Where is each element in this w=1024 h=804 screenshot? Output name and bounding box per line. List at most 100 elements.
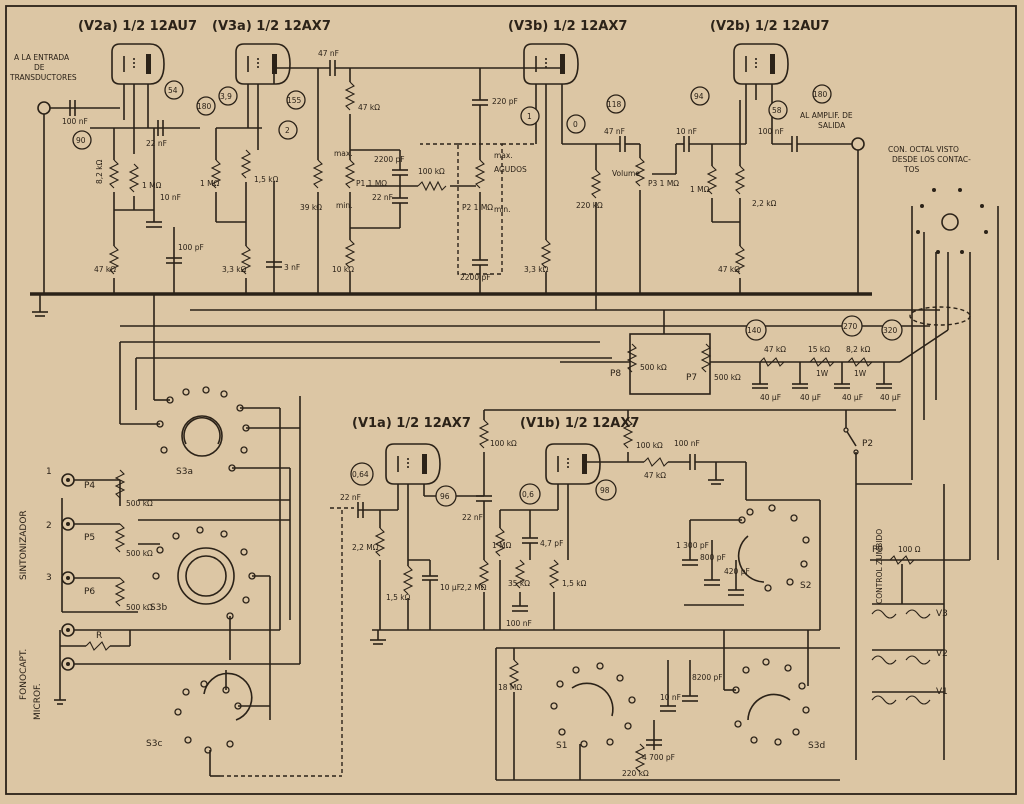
note-microf: MICROF. xyxy=(33,683,43,720)
switch-label-s2: S2 xyxy=(800,581,811,591)
c-40uf-label-1: 40 μF xyxy=(760,393,781,402)
c-47pf-label: 4,7 pF xyxy=(540,539,563,548)
voltage-180-a: 180 xyxy=(197,102,212,111)
p5-pot xyxy=(114,523,126,553)
p6-pot xyxy=(114,577,126,607)
filter-caps xyxy=(752,362,892,389)
p4-value: 500 kΩ xyxy=(126,499,153,508)
r-100k-mid xyxy=(417,180,447,192)
c-22nf-top-label: 22 nF xyxy=(146,139,167,148)
p8-pot xyxy=(626,343,638,373)
switch-label-s3d: S3d xyxy=(808,741,825,751)
input-label-2: 2 xyxy=(46,521,52,531)
r-100k-v1b-label: 100 kΩ xyxy=(636,441,663,450)
r-1m-b xyxy=(210,159,222,189)
tube-title-v1b: (V1b) 1/2 12AX7 xyxy=(520,416,639,431)
r-47k-d xyxy=(759,357,785,367)
c-100pf-label: 100 pF xyxy=(178,243,204,252)
p6-label: P6 xyxy=(84,587,95,597)
c-22nf-b-label: 22 nF xyxy=(372,193,393,202)
voltage-118: 118 xyxy=(607,100,622,109)
switch-s3c[interactable] xyxy=(174,672,253,754)
w1-label: 1W xyxy=(816,369,829,378)
p5-value: 500 kΩ xyxy=(126,549,153,558)
r-33k-b xyxy=(540,239,552,269)
c-10nf-label: 10 nF xyxy=(160,193,181,202)
switch-s1[interactable] xyxy=(550,662,636,748)
r-47k-d-label: 47 kΩ xyxy=(764,345,786,354)
r-10k xyxy=(344,239,356,269)
switch-label-s3b: S3b xyxy=(150,603,167,613)
c-40uf-label-4: 40 μF xyxy=(880,393,901,402)
voltage-06: 0,6 xyxy=(522,490,534,499)
r-1m-v1b xyxy=(494,527,506,557)
input-jack-fono xyxy=(61,623,75,637)
c-220pf-label: 220 pF xyxy=(492,97,518,106)
r-22m xyxy=(374,527,386,557)
switch-label-s3a: S3a xyxy=(176,467,193,477)
r-100k-v1a xyxy=(478,419,490,449)
c-22nf-mid-label: 22 nF xyxy=(462,513,483,522)
tube-title-v3b: (V3b) 1/2 12AX7 xyxy=(508,19,627,34)
heater-label-v3: V3 xyxy=(936,609,948,619)
r-35k-label: 35 kΩ xyxy=(508,579,530,588)
switch-s3b[interactable] xyxy=(152,526,256,620)
r-22m-b xyxy=(478,559,490,589)
p4-pot xyxy=(114,469,126,499)
r-18m xyxy=(508,659,520,689)
tube-v1a xyxy=(385,443,441,485)
r-47k-c xyxy=(734,245,746,275)
c-47nf-top-label: 47 nF xyxy=(318,49,339,58)
r-220k-label: 220 kΩ xyxy=(576,201,603,210)
note-octal-3: TOS xyxy=(903,165,919,174)
voltage-0: 0 xyxy=(573,120,578,129)
r-15k-v1a xyxy=(402,565,414,595)
voltage-94: 94 xyxy=(694,92,704,101)
note-fonocapt: FONOCAPT. xyxy=(19,649,29,700)
note-output-2: SALIDA xyxy=(818,121,846,130)
input-label-3: 3 xyxy=(46,573,52,583)
note-min-1: min. xyxy=(336,201,353,210)
r-15k-v1a-label: 1,5 kΩ xyxy=(386,593,411,602)
input-jack-3 xyxy=(61,571,75,585)
r-100k-mid-label: 100 kΩ xyxy=(418,167,445,176)
switch-s3a[interactable] xyxy=(156,386,250,472)
note-min-2: min. xyxy=(494,205,511,214)
p9-value: 100 Ω xyxy=(898,545,921,554)
c-40uf-label-2: 40 μF xyxy=(800,393,821,402)
note-octal-2: DESDE LOS CONTAC- xyxy=(892,155,971,164)
tube-title-v2a: (V2a) 1/2 12AU7 xyxy=(78,19,197,34)
r-15k-b-label: 15 kΩ xyxy=(808,345,830,354)
r-1m-v1b-label: 1 MΩ xyxy=(492,541,512,550)
switch-s2[interactable] xyxy=(737,504,810,592)
r-82k-b xyxy=(847,357,873,367)
note-volume: Volume xyxy=(612,169,640,178)
switch-s3d[interactable] xyxy=(732,658,810,746)
r-1m-a xyxy=(128,163,140,193)
r-33k-a-label: 3,3 kΩ xyxy=(222,265,247,274)
c-3nf-label: 3 nF xyxy=(284,263,300,272)
r-220k-b-label: 220 kΩ xyxy=(622,769,649,778)
r-220k-b xyxy=(634,743,646,773)
r-22m-b-label: 2,2 MΩ xyxy=(460,583,487,592)
switch-label-s3c: S3c xyxy=(146,739,162,749)
p7-label: P7 xyxy=(686,373,697,383)
voltage-180-b: 180 xyxy=(813,90,828,99)
page-border xyxy=(5,5,1017,795)
r-47k-b xyxy=(344,81,356,111)
r-18m-label: 18 MΩ xyxy=(498,683,522,692)
c-2200pf-b-label: 2200 pF xyxy=(460,273,491,282)
p7-pot xyxy=(700,343,712,373)
r-47k-v1 xyxy=(643,457,669,467)
r-1m-b-label: 1 MΩ xyxy=(200,179,220,188)
tube-title-v2b: (V2b) 1/2 12AU7 xyxy=(710,19,830,34)
voltage-155: 155 xyxy=(287,96,302,105)
r-22k-label: 2,2 kΩ xyxy=(752,199,777,208)
c-40uf-label-3: 40 μF xyxy=(842,393,863,402)
note-input-2: DE xyxy=(34,63,45,72)
input-label-1: 1 xyxy=(46,467,52,477)
r-47k-a xyxy=(108,245,120,275)
tube-v2a xyxy=(111,43,165,85)
r-1m-c xyxy=(706,165,718,195)
